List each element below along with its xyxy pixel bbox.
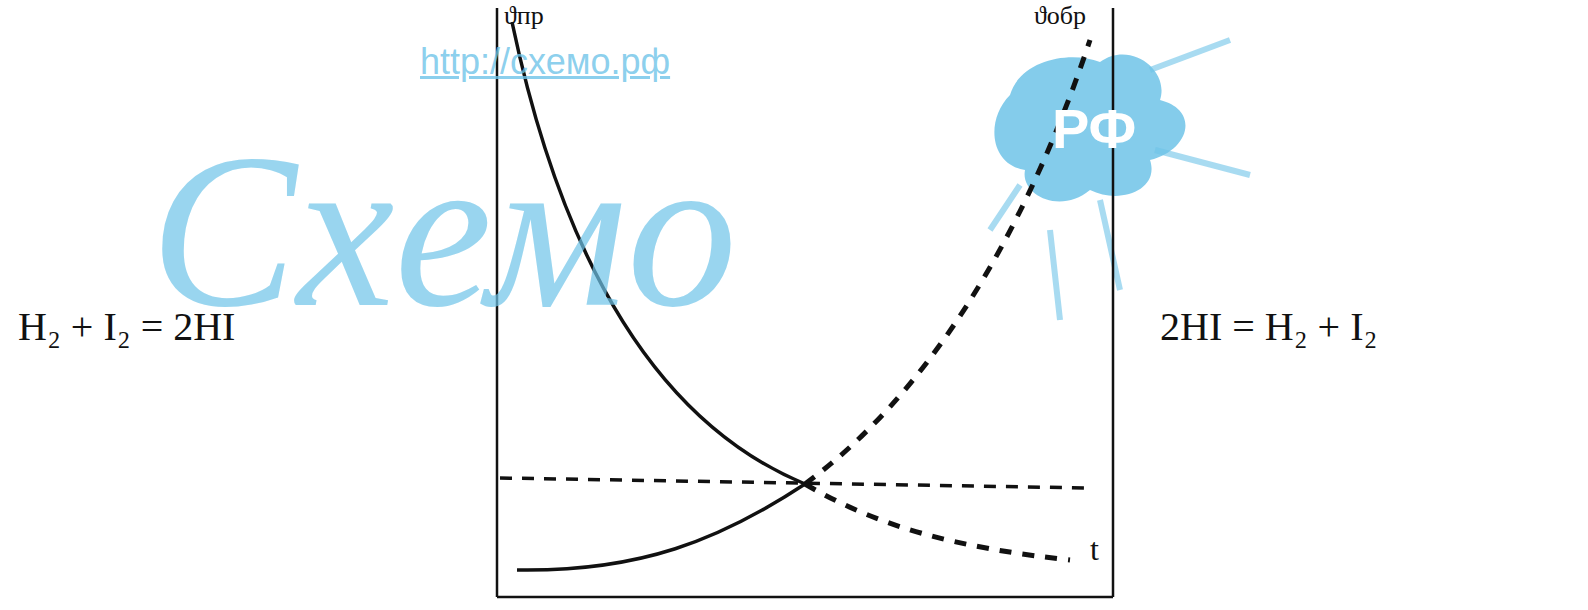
watermark-logo: Схемо: [150, 110, 737, 352]
reverse-rate-curve: [517, 484, 805, 570]
time-axis: [497, 596, 1113, 599]
forward-rate-dashed: [805, 484, 1070, 560]
reverse-rate-dashed: [805, 40, 1090, 484]
reverse-reaction: 2HI = H₂ + I₂: [1160, 305, 1377, 349]
watermark-splash: [994, 54, 1185, 201]
forward-rate-label: ϑпр: [504, 2, 544, 31]
reverse-rate-label: ϑобр: [1034, 2, 1086, 31]
time-label: t: [1090, 532, 1099, 567]
watermark-url: http://схемо.рф: [420, 42, 670, 82]
rate-axis-right: [1112, 8, 1115, 597]
watermark-splash-drips: [990, 40, 1250, 320]
forward-reaction: H₂ + I₂ = 2HI: [18, 305, 235, 349]
watermark-mark: РФ: [1052, 98, 1136, 160]
